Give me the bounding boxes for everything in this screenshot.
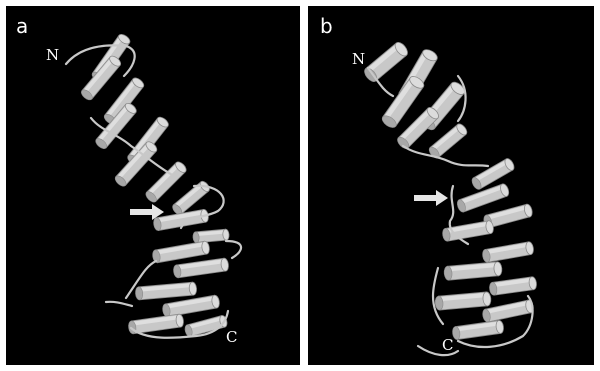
protein-structure-b — [308, 6, 594, 365]
panel-a: a N C — [6, 6, 300, 365]
n-terminus-label-b: N — [352, 50, 365, 68]
right-arrow-icon — [414, 190, 448, 206]
helix-cylinder-icon — [162, 295, 221, 318]
panel-label-a: a — [16, 14, 28, 38]
n-terminus-label-a: N — [46, 46, 59, 64]
panel-label-b: b — [320, 14, 333, 38]
loop-coil — [226, 241, 241, 258]
helix-cylinder-icon — [152, 241, 211, 264]
panel-b: b N C — [308, 6, 594, 365]
helix-cylinder-icon — [144, 160, 188, 204]
helix-cylinder-icon — [173, 258, 230, 279]
c-terminus-label-a: C — [226, 328, 237, 346]
helix-cylinder-icon — [444, 262, 503, 281]
c-terminus-label-b: C — [442, 336, 453, 354]
helix-cylinder-icon — [452, 320, 505, 340]
helix-cylinder-icon — [362, 40, 410, 84]
helix-cylinder-icon — [193, 229, 230, 243]
helix-cylinder-icon — [482, 241, 535, 263]
helix-cylinder-icon — [135, 282, 197, 300]
helix-cylinder-icon — [470, 157, 516, 191]
helix-cylinder-icon — [435, 292, 492, 311]
helix-cylinder-icon — [489, 276, 538, 295]
loop-coil — [106, 302, 132, 306]
